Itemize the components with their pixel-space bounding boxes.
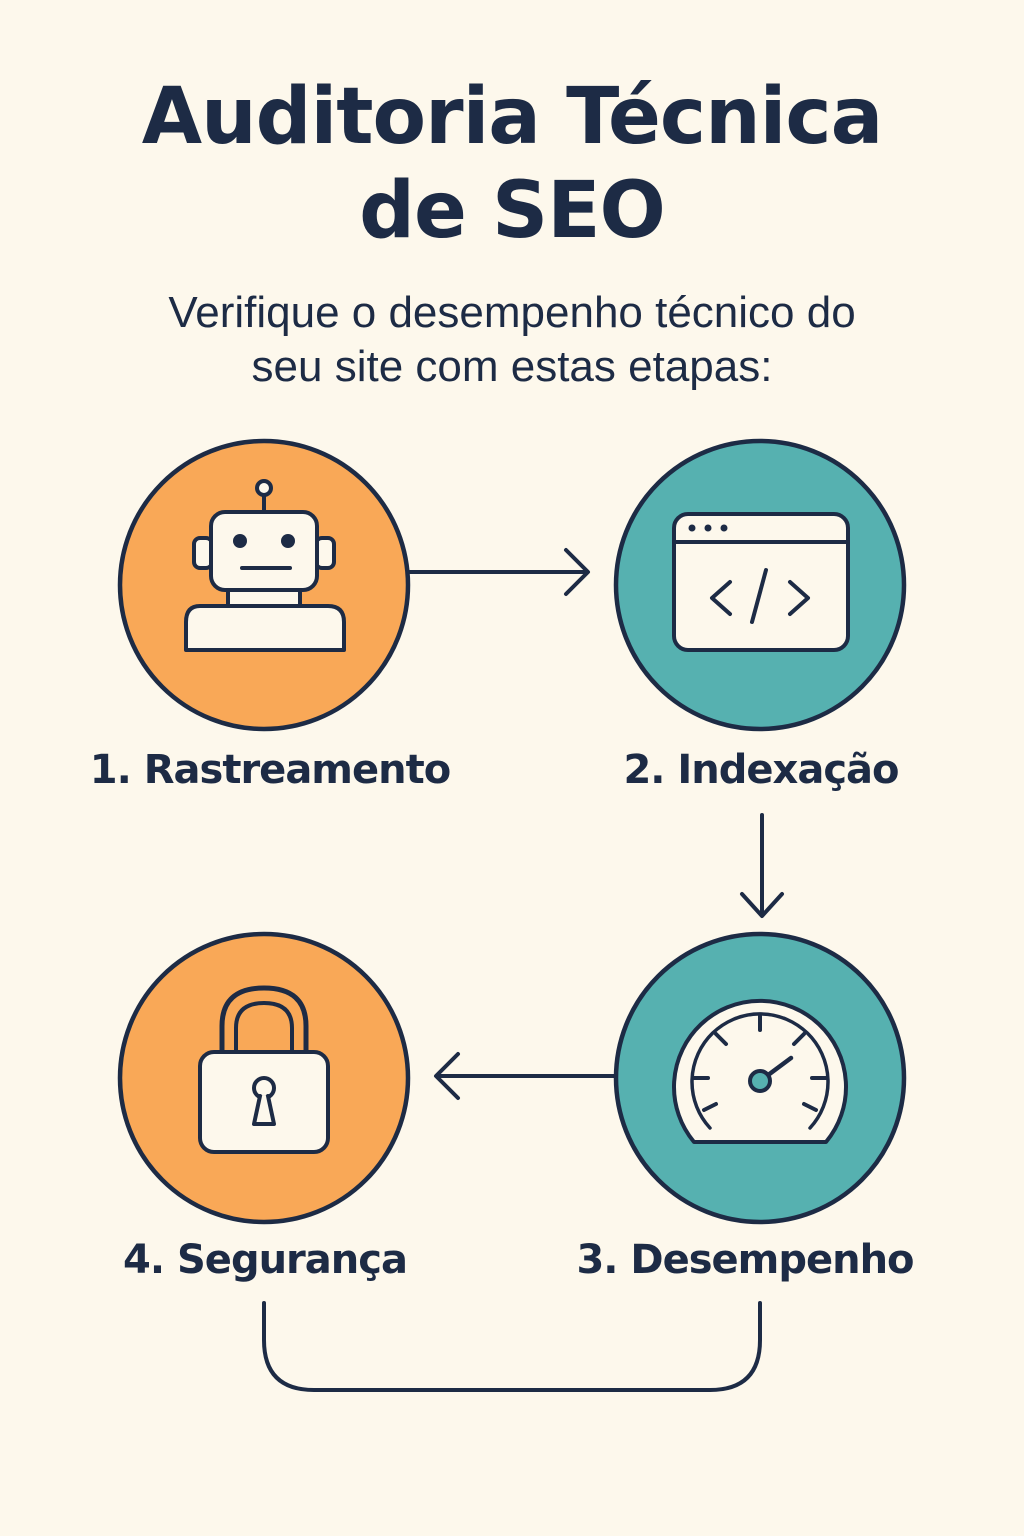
step-security-circle xyxy=(117,931,411,1225)
padlock-icon xyxy=(198,985,330,1154)
page-title: Auditoria Técnica de SEO xyxy=(0,70,1024,258)
subtitle-line-2: seu site com estas etapas: xyxy=(251,342,773,391)
robot-icon xyxy=(184,479,346,652)
arrow-performance-to-security xyxy=(434,1052,616,1100)
speedometer-icon xyxy=(672,998,848,1144)
step-label-crawl: 1. Rastreamento xyxy=(89,747,451,793)
step-crawl-circle xyxy=(117,438,411,732)
step-label-index: 2. Indexação xyxy=(623,747,899,793)
bracket-connector xyxy=(262,1301,762,1392)
page-subtitle: Verifique o desempenho técnico do seu si… xyxy=(0,286,1024,394)
step-label-security: 4. Segurança xyxy=(123,1237,408,1283)
step-performance-circle xyxy=(613,931,907,1225)
step-label-performance: 3. Desempenho xyxy=(576,1237,914,1283)
step-index-circle xyxy=(613,438,907,732)
code-window-icon xyxy=(672,512,850,652)
title-line-1: Auditoria Técnica xyxy=(141,72,883,162)
arrow-crawl-to-index xyxy=(408,548,590,596)
subtitle-line-1: Verifique o desempenho técnico do xyxy=(168,288,856,337)
arrow-index-to-performance xyxy=(740,813,784,918)
title-line-2: de SEO xyxy=(359,166,666,256)
